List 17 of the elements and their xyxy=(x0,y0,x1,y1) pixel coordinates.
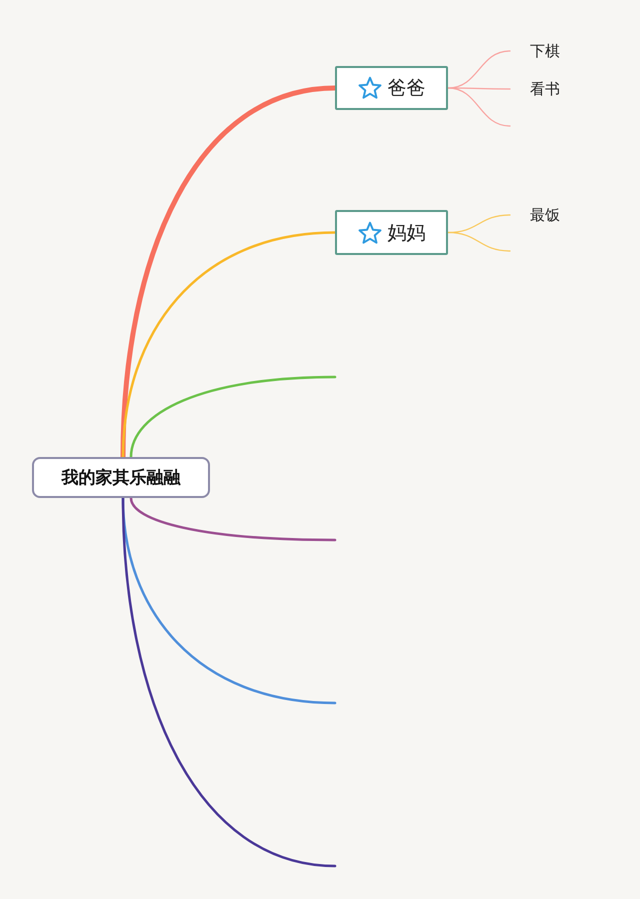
branch-line xyxy=(120,86,338,460)
topic-label: 我的家其乐融融 xyxy=(62,467,180,489)
central-topic-box xyxy=(32,457,210,498)
subbranch-line xyxy=(447,232,511,252)
topic-label: 爸爸 xyxy=(388,76,426,101)
subtopic-text: 看书 xyxy=(530,80,560,98)
branch-line xyxy=(130,496,336,542)
subtopic-text: 下棋 xyxy=(530,42,560,60)
topic-box xyxy=(335,66,448,110)
branch-line xyxy=(122,231,336,458)
subtopic-text: 最饭 xyxy=(530,206,560,224)
topic-box xyxy=(335,210,448,255)
branch-line xyxy=(130,376,336,458)
topic-label: 妈妈 xyxy=(388,220,426,246)
subbranch-line xyxy=(447,50,511,89)
subbranch-line xyxy=(447,87,511,127)
branch-line xyxy=(122,496,336,868)
